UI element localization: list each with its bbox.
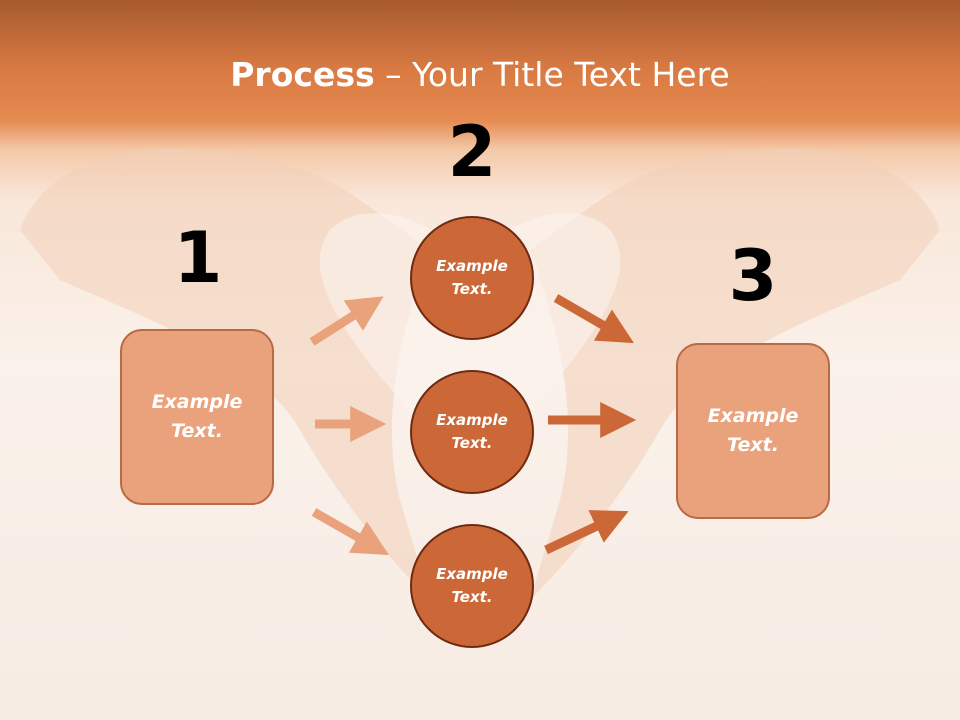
right-box: Example Text. — [676, 343, 830, 519]
title-bold: Process — [230, 55, 375, 94]
arrow-bottom-to-right — [544, 510, 629, 555]
circle-middle: Example Text. — [410, 370, 534, 494]
circle-top: Example Text. — [410, 216, 534, 340]
circle-bottom: Example Text. — [410, 524, 534, 648]
circle-bottom-text: Example Text. — [436, 565, 508, 606]
circle-middle-text: Example Text. — [436, 411, 508, 452]
arrow-left-to-bottom — [311, 508, 390, 556]
step-number-3: 3 — [728, 235, 778, 317]
slide-title: Process – Your Title Text Here — [0, 52, 960, 98]
left-box-text: Example Text. — [151, 391, 243, 442]
step-number-2: 2 — [447, 111, 497, 193]
arrow-top-to-right — [553, 294, 635, 344]
circle-top-text: Example Text. — [436, 257, 508, 298]
title-rest: – Your Title Text Here — [374, 55, 730, 94]
step-number-1: 1 — [173, 217, 223, 299]
left-box: Example Text. — [120, 329, 274, 505]
arrow-left-to-top — [309, 296, 384, 346]
right-box-text: Example Text. — [707, 405, 799, 456]
